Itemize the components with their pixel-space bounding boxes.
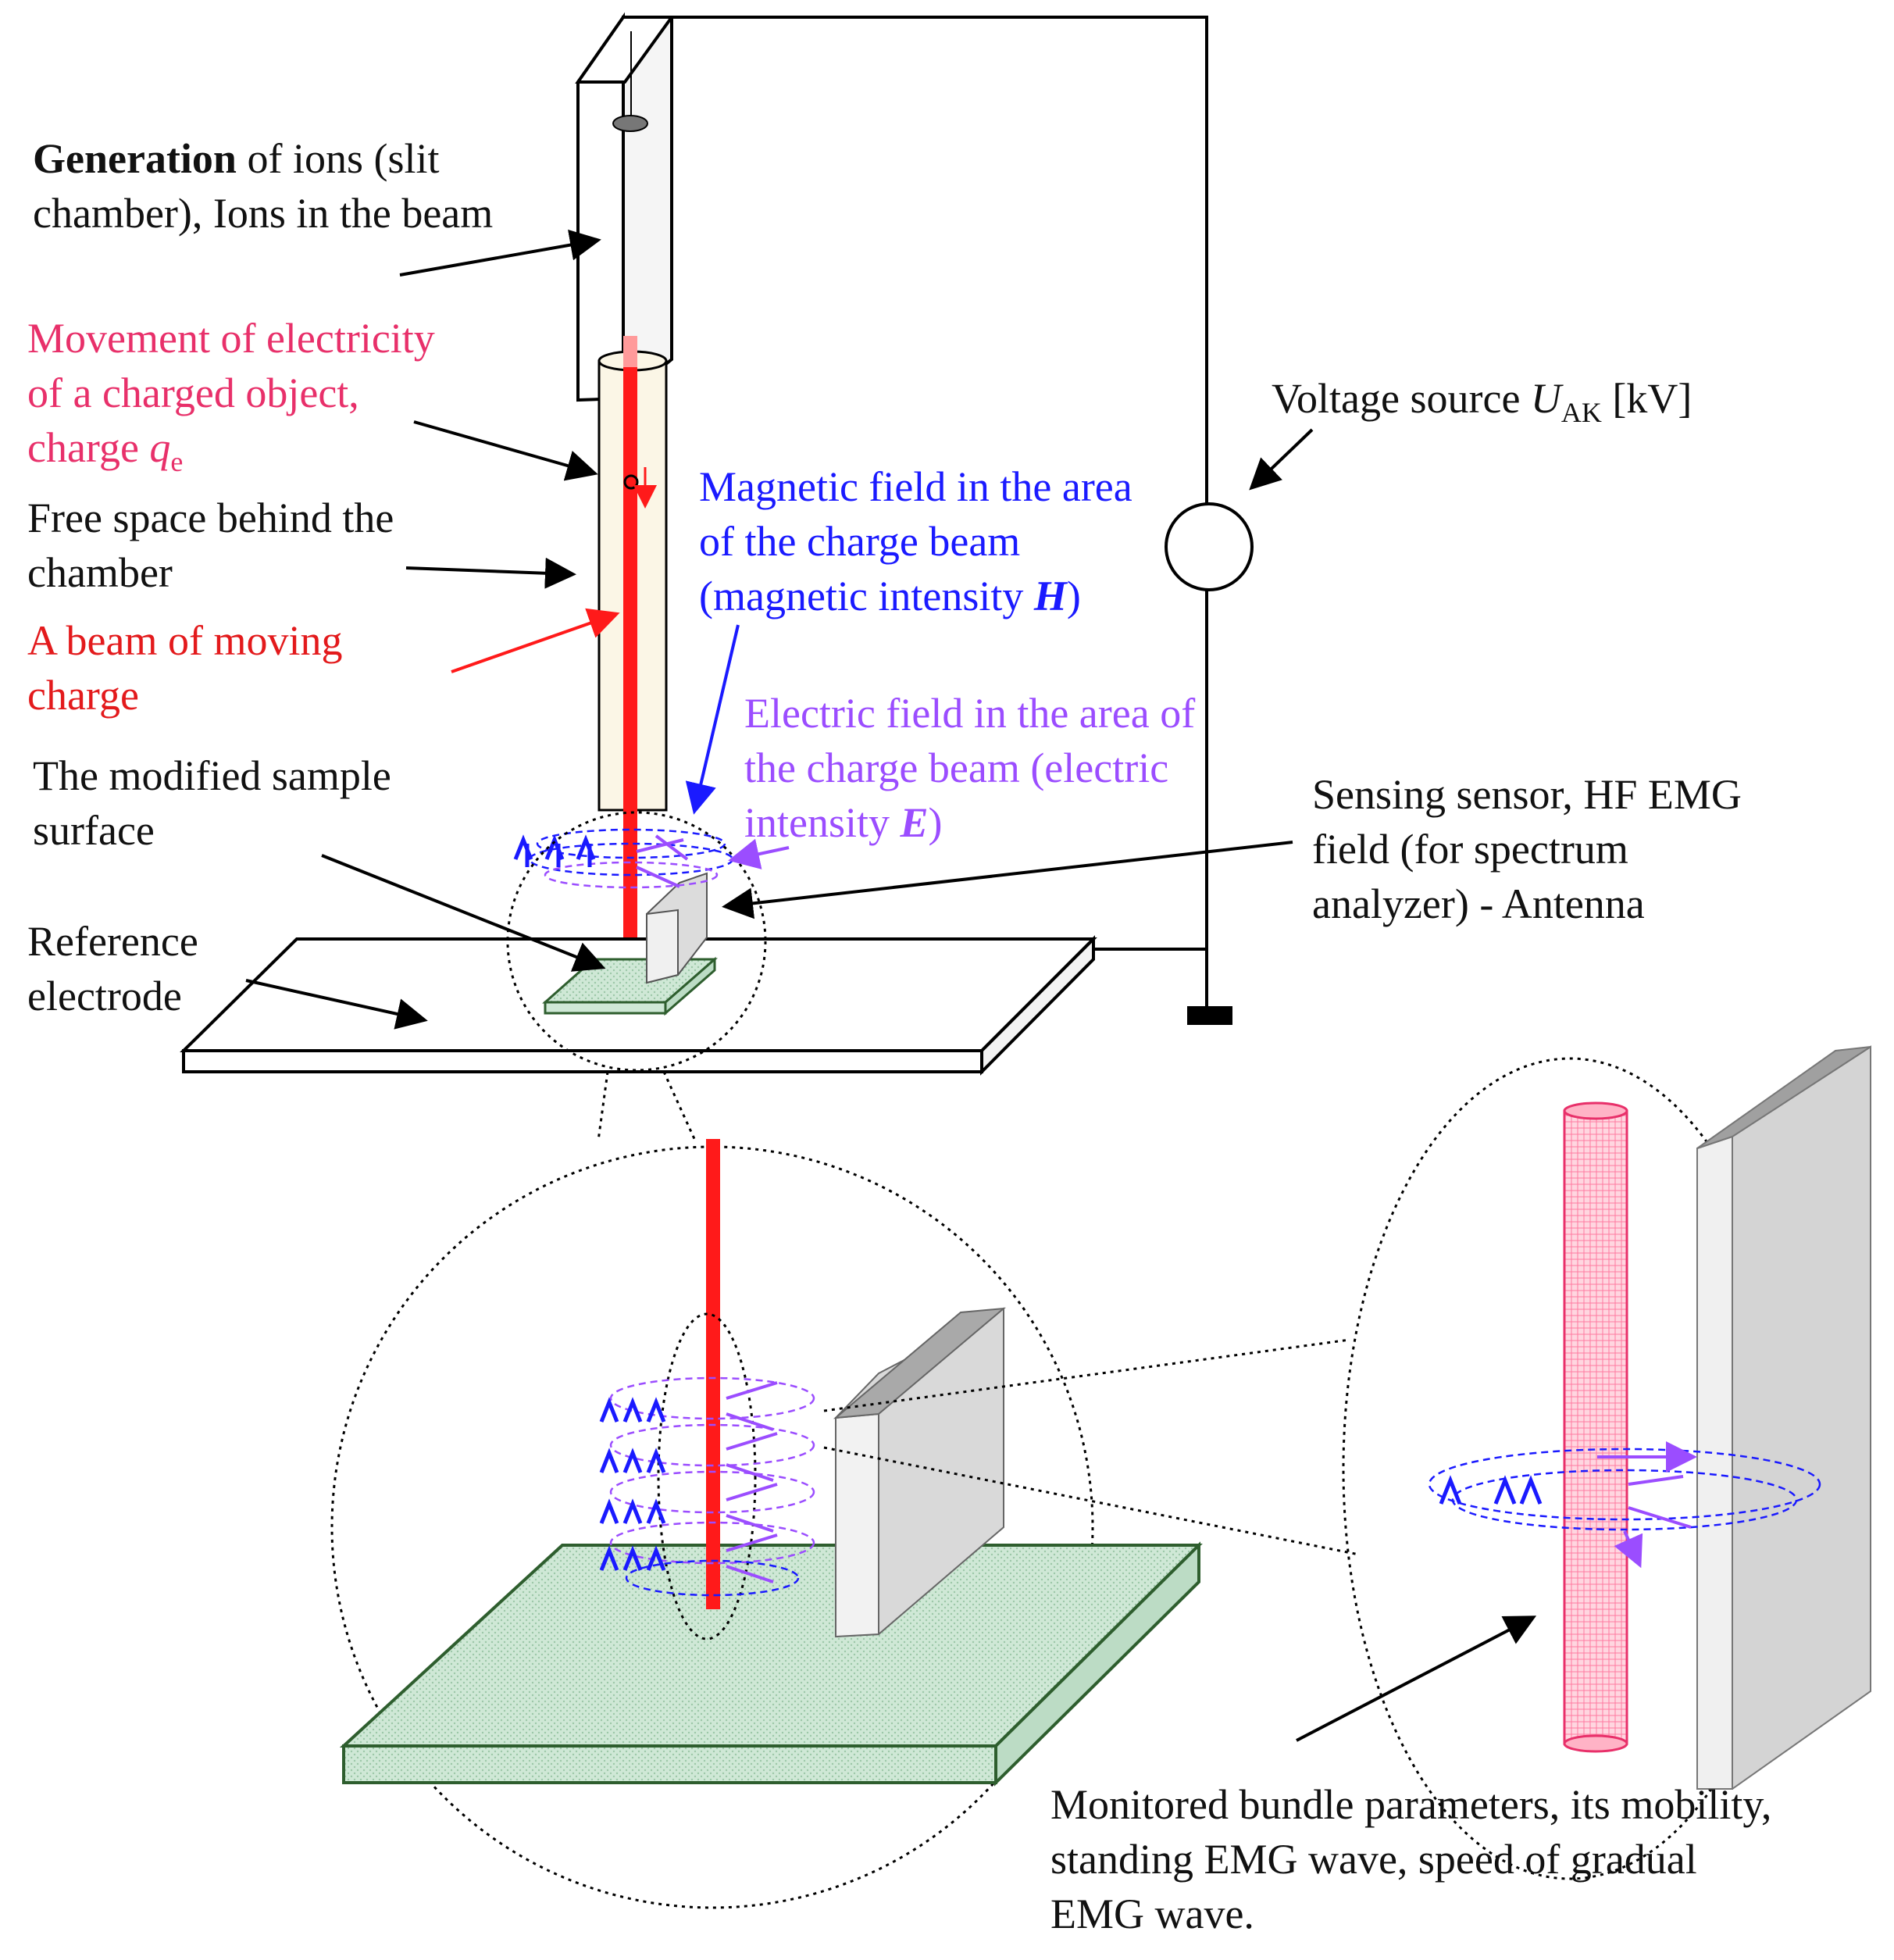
label-magnetic-text: Magnetic field in the area of the charge… <box>699 463 1132 619</box>
field-rings-large <box>609 1376 815 1597</box>
magnetic-field-glyphs-large <box>599 1397 666 1571</box>
label-electric-symbol: E <box>900 799 929 846</box>
label-movement-sub: e <box>170 445 184 477</box>
label-movement-text: Movement of electricity of a charged obj… <box>27 315 435 471</box>
field-rings-right <box>1428 1448 1821 1531</box>
label-voltage-source: Voltage source UAK [kV] <box>1272 371 1881 428</box>
electric-field-glyphs-small <box>636 834 689 888</box>
label-modified-sample: The modified sample surface <box>33 752 391 854</box>
label-generation-bold: Generation <box>33 135 237 182</box>
label-beam: A beam of moving charge <box>27 617 343 719</box>
label-movement-symbol: q <box>149 424 171 471</box>
electric-field-glyphs-large <box>726 1381 778 1583</box>
charge-beam <box>623 340 637 973</box>
ground-symbol <box>1187 1006 1232 1025</box>
label-pointers <box>245 229 1537 1742</box>
label-magnetic-symbol: H <box>1033 573 1067 619</box>
detail-circle-small <box>506 811 767 1072</box>
label-voltage-text: Voltage source <box>1272 375 1531 422</box>
inner-dotted-oval <box>657 1312 757 1640</box>
magnetic-field-glyphs-small <box>513 834 596 867</box>
label-magnetic-field: Magnetic field in the area of the charge… <box>699 459 1339 623</box>
label-generation-rest: of ions (slit chamber), Ions in the beam <box>33 135 494 237</box>
label-voltage-unit: [kV] <box>1601 375 1692 422</box>
zoom-lines-lower <box>597 1071 697 1141</box>
antenna-small <box>646 872 708 984</box>
beam-bundle-tube <box>1563 1101 1628 1753</box>
label-voltage-sub: AK <box>1560 396 1602 428</box>
label-monitored: Monitored bundle parameters, its mobilit… <box>1050 1781 1772 1937</box>
label-electric-close: ) <box>928 799 943 846</box>
beam-top-faint <box>623 336 637 367</box>
magnetic-field-glyphs-right <box>1439 1475 1543 1505</box>
antenna-large <box>833 1307 1007 1638</box>
voltage-source-symbol <box>1165 502 1254 591</box>
circuit-wires <box>625 16 1208 1008</box>
label-electric-field: Electric field in the area of the charge… <box>744 686 1385 850</box>
electric-field-glyphs-right <box>1597 1441 1697 1569</box>
label-sensor: Sensing sensor, HF EMG field (for spectr… <box>1312 771 1742 927</box>
antenna-right <box>1696 1045 1871 1790</box>
detail-circle-large <box>330 1145 1094 1909</box>
label-generation: Generation of ions (slit chamber), Ions … <box>33 131 580 241</box>
label-movement: Movement of electricity of a charged obj… <box>27 311 574 477</box>
charge-beam-large <box>706 1139 720 1609</box>
label-electric-text: Electric field in the area of the charge… <box>744 690 1196 846</box>
label-free-space: Free space behind the chamber <box>27 494 394 596</box>
sample-surface-large <box>339 1541 1203 1787</box>
zoom-lines-right <box>823 1338 1360 1556</box>
label-voltage-symbol: U <box>1530 375 1561 422</box>
label-reference-electrode: Reference electrode <box>27 918 198 1019</box>
charge-qe-marker <box>623 474 639 490</box>
label-magnetic-close: ) <box>1066 573 1081 619</box>
